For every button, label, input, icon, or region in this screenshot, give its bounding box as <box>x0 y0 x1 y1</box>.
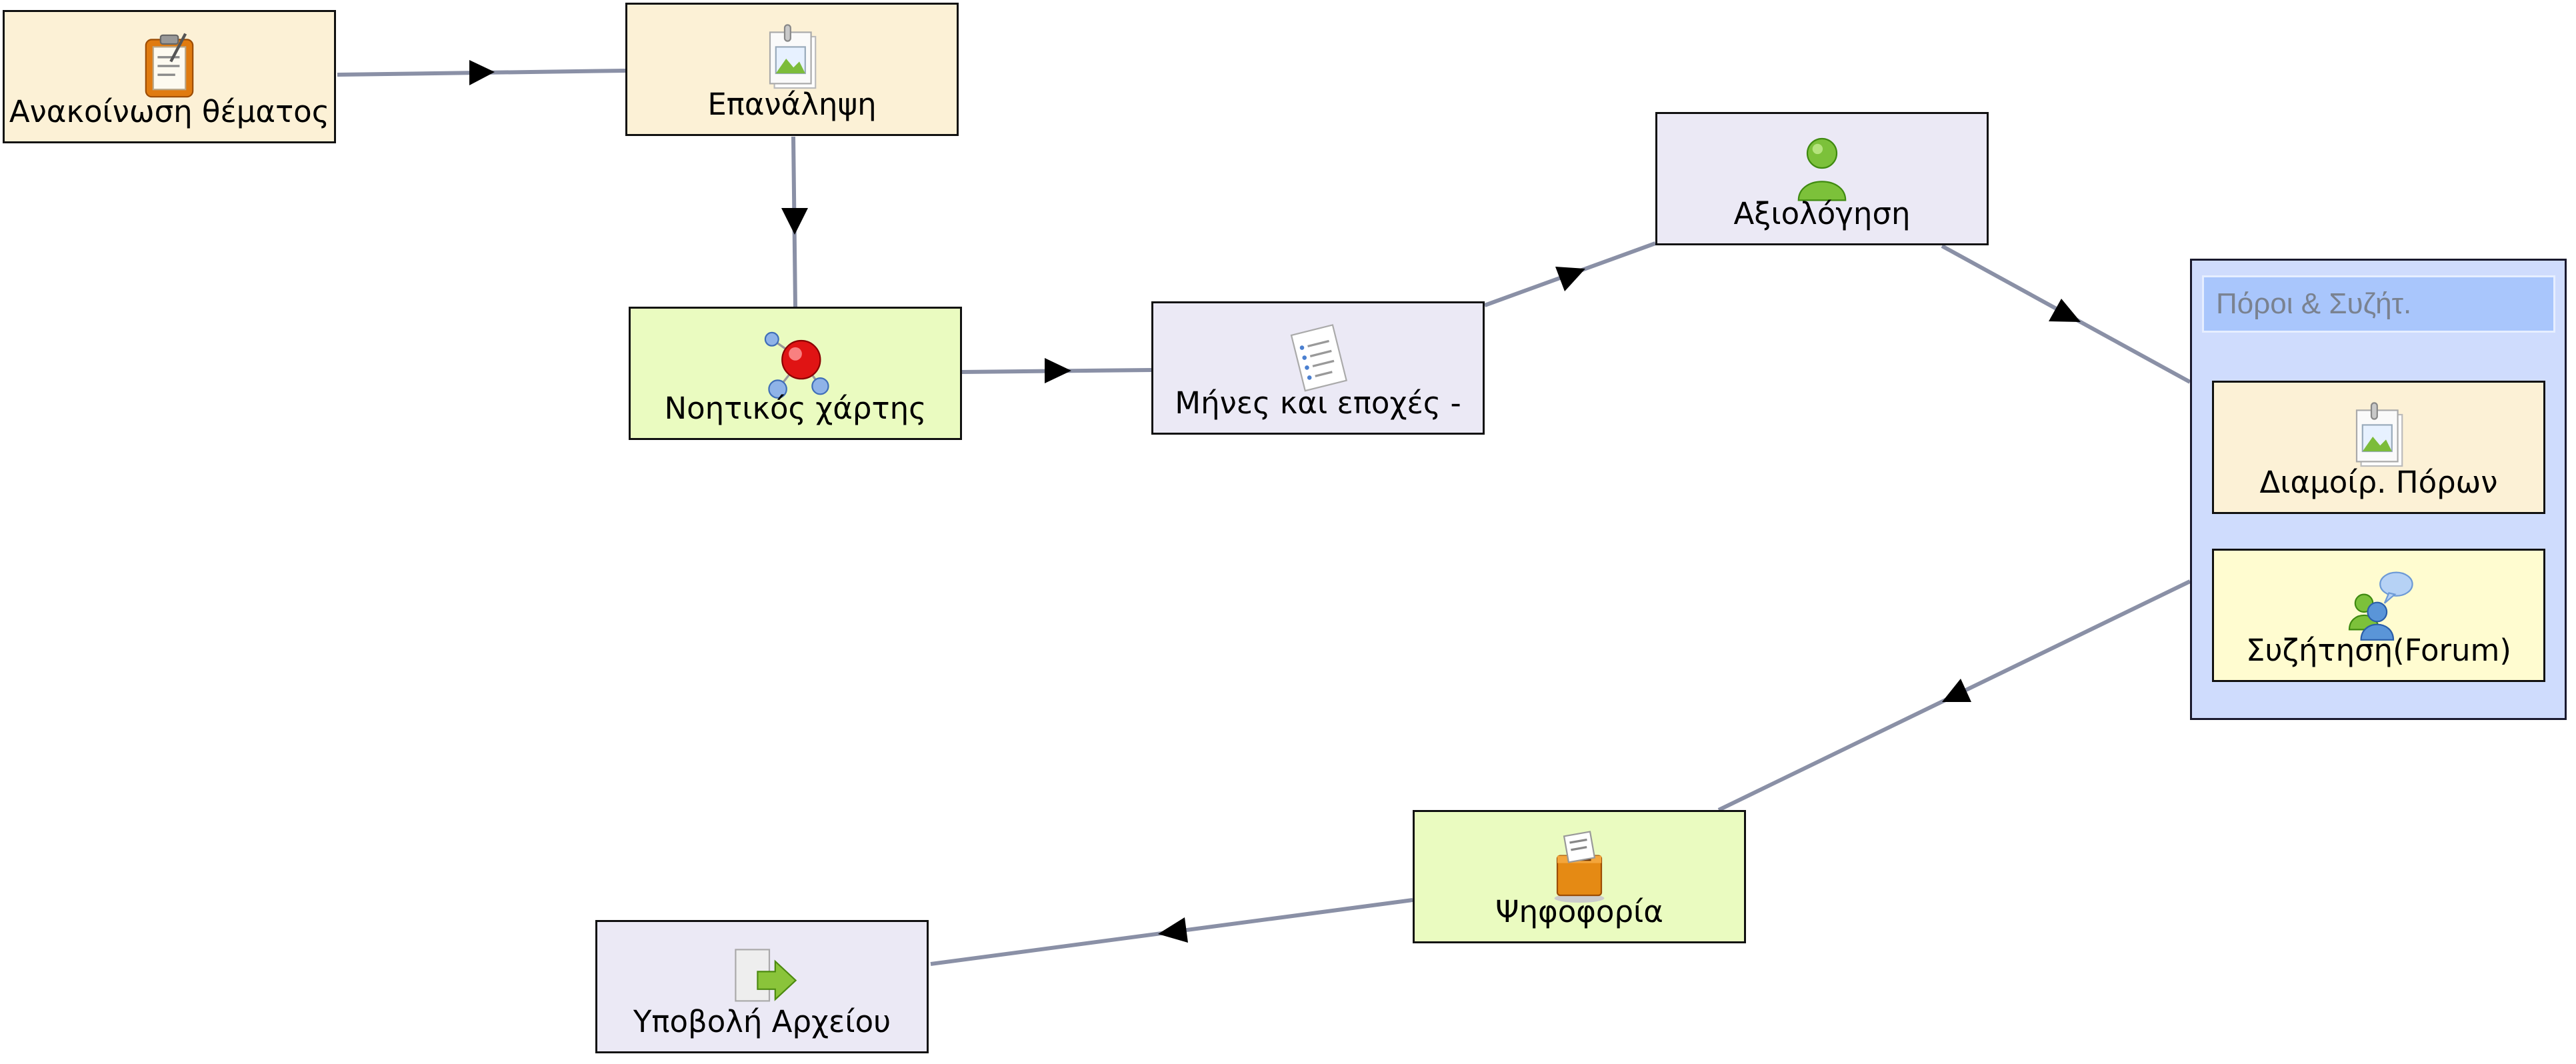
picture-document-icon <box>2342 400 2415 473</box>
node-label: Νοητικός χάρτης <box>664 391 927 426</box>
node-label: Υποβολή Αρχείου <box>633 1004 891 1039</box>
node-label: Ανακοίνωση θέματος <box>9 94 330 129</box>
activity-months[interactable]: Μήνες και εποχές - <box>1151 301 1485 435</box>
node-label: Μήνες και εποχές - <box>1175 385 1461 421</box>
list-document-icon <box>1281 321 1355 394</box>
notepad-icon <box>133 29 206 103</box>
activity-upload[interactable]: Υποβολή Αρχείου <box>595 920 929 1053</box>
activity-announcement[interactable]: Ανακοίνωση θέματος <box>3 10 336 143</box>
node-label: Διαμοίρ. Πόρων <box>2259 465 2498 500</box>
edge-announcement-to-repetition <box>337 60 626 85</box>
file-upload-arrow-icon <box>725 939 799 1013</box>
molecule-mindmap-icon <box>759 326 832 399</box>
activity-assessment[interactable]: Αξιολόγηση <box>1655 112 1989 245</box>
picture-document-icon <box>755 22 829 95</box>
node-label: Επανάληψη <box>707 87 877 122</box>
activity-resources[interactable]: Διαμοίρ. Πόρων <box>2212 381 2545 514</box>
activity-forum[interactable]: Συζήτηση(Forum) <box>2212 549 2545 682</box>
discussion-users-icon <box>2342 568 2415 641</box>
edge-repetition-to-mindmap <box>781 136 808 307</box>
node-label: Αξιολόγηση <box>1733 196 1911 231</box>
group-title: Πόροι & Συζήτ. <box>2202 275 2555 333</box>
activity-mindmap[interactable]: Νοητικός χάρτης <box>629 307 962 440</box>
edge-mindmap-to-months <box>961 358 1152 383</box>
group-resources-discussion[interactable]: Πόροι & Συζήτ. Διαμοίρ. Πόρων <box>2190 259 2567 720</box>
node-label: Ψηφοφορία <box>1495 894 1663 929</box>
edge-group-to-vote <box>1717 579 2191 812</box>
edge-vote-to-upload <box>930 898 1413 966</box>
node-label: Συζήτηση(Forum) <box>2246 633 2511 668</box>
ballot-box-icon <box>1543 829 1616 903</box>
activity-repetition[interactable]: Επανάληψη <box>625 3 959 136</box>
activity-vote[interactable]: Ψηφοφορία <box>1413 810 1746 943</box>
edge-assessment-to-group <box>1941 244 2191 384</box>
edge-months-to-assessment <box>1483 241 1657 307</box>
user-icon <box>1785 131 1859 205</box>
